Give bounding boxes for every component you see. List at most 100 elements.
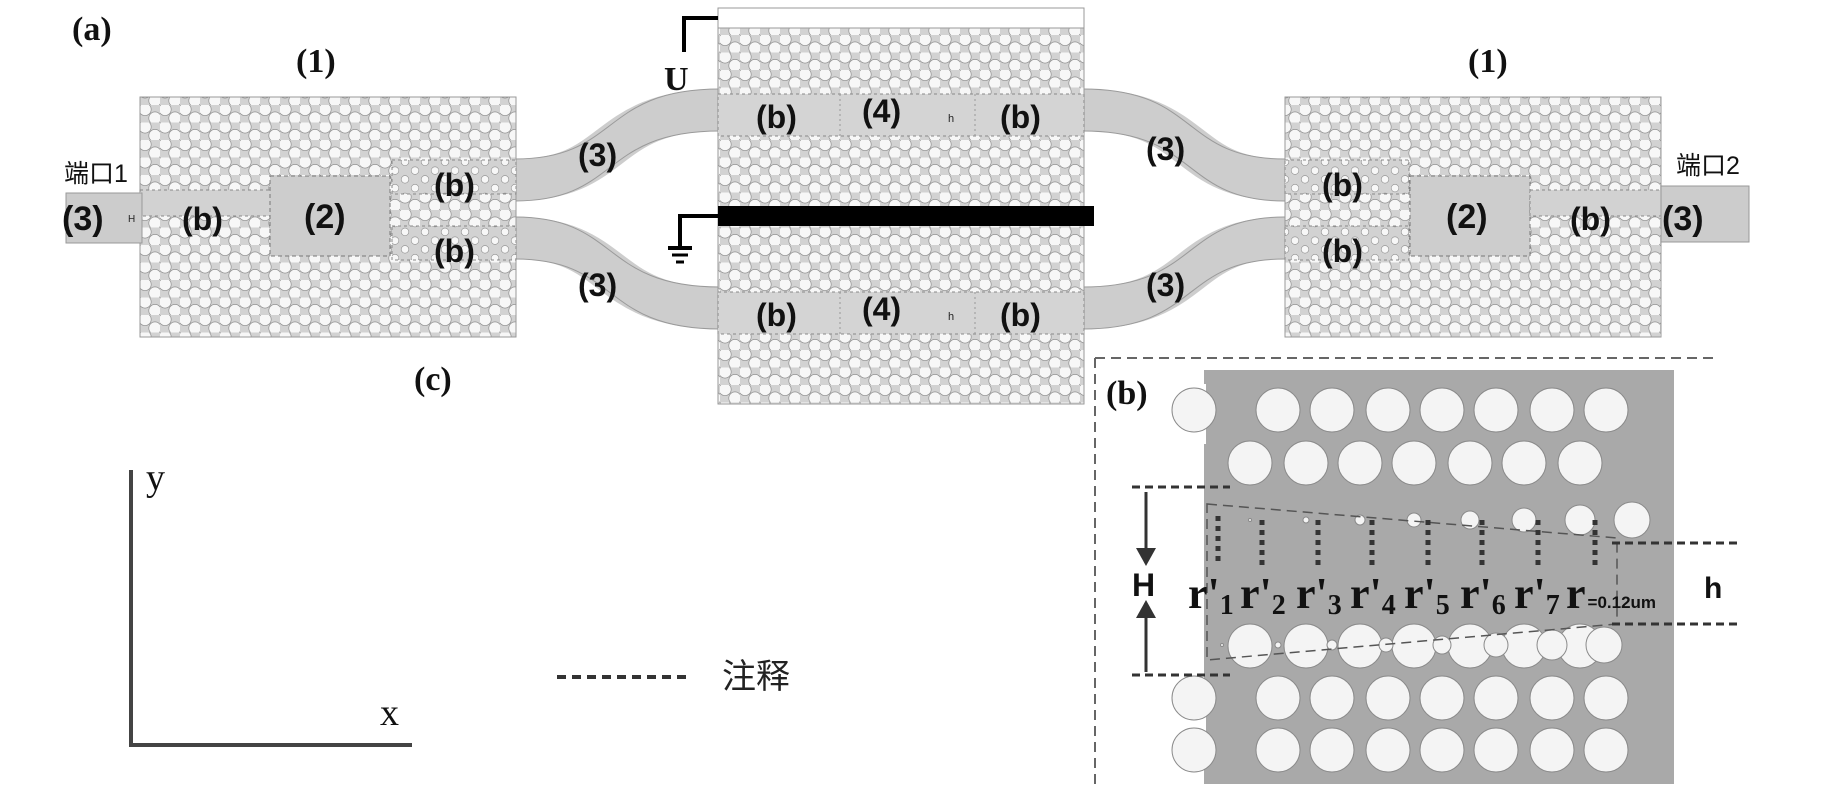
panel-label-a: (a) <box>72 11 112 48</box>
lattice-hole <box>1583 387 1629 433</box>
H-arrow-down <box>1136 548 1156 566</box>
left-b-upper: (b) <box>434 167 475 203</box>
radius-markers <box>1215 516 1598 566</box>
left-b-input: (b) <box>182 201 223 237</box>
lattice-hole <box>1501 440 1547 486</box>
legend-note-label: 注释 <box>722 658 790 696</box>
port1-label: 端口1 <box>64 160 128 188</box>
waveguide-bend-outlines <box>514 88 1286 330</box>
taper-hole <box>1406 512 1422 528</box>
lattice-hole <box>1583 727 1629 773</box>
right-out-upper <box>1284 159 1410 195</box>
bend-ll-label: (3) <box>578 267 617 303</box>
radius-final-value: =0.12um <box>1588 593 1657 612</box>
right-region-2-label: (2) <box>1446 198 1488 236</box>
lattice-hole <box>1309 387 1355 433</box>
axis-x-label: x <box>380 692 399 734</box>
left-label-1: (1) <box>296 43 336 80</box>
lattice-hole <box>1391 440 1437 486</box>
port1-waveguide <box>65 192 143 244</box>
lattice-hole <box>1309 727 1355 773</box>
taper-hole <box>1274 641 1282 649</box>
lattice-hole <box>1283 440 1329 486</box>
taper-hole <box>1248 518 1252 522</box>
taper-hole <box>1511 507 1537 533</box>
lattice-hole <box>1255 727 1301 773</box>
taper-hole <box>1220 643 1224 647</box>
center-phase-shifter <box>717 7 1094 405</box>
panel-label-b: (b) <box>1106 375 1148 412</box>
H-indicator <box>1132 485 1230 677</box>
lattice-hole <box>1557 440 1603 486</box>
lattice-hole <box>1365 387 1411 433</box>
center-b-ll: (b) <box>756 297 797 333</box>
center-b-ul: (b) <box>756 99 797 135</box>
bend-ur-label: (3) <box>1146 131 1185 167</box>
lattice-hole <box>1419 727 1465 773</box>
port2-waveguide <box>1660 185 1750 243</box>
lattice-hole <box>1227 623 1273 669</box>
upper-arm-wg <box>717 93 1085 137</box>
left-out-upper <box>391 159 517 195</box>
lattice-hole <box>1255 387 1301 433</box>
bend-lr-label: (3) <box>1146 267 1185 303</box>
lattice-hole <box>1391 623 1437 669</box>
bend-upper-left <box>514 89 721 201</box>
lattice-hole <box>1529 675 1575 721</box>
left-defect-wg <box>139 189 281 217</box>
radius-label-3: r'3 <box>1296 569 1342 621</box>
lattice-hole <box>1365 675 1411 721</box>
H-arrow-up <box>1136 600 1156 618</box>
taper-hole <box>1302 516 1310 524</box>
radius-label-7: r'7 <box>1514 569 1560 621</box>
lattice-hole <box>1447 440 1493 486</box>
radius-final-symbol: r <box>1566 569 1586 618</box>
bend-lower-right <box>1082 217 1286 329</box>
left-b-lower: (b) <box>434 233 475 269</box>
voltage-label: U <box>664 61 689 98</box>
bend-upper-right <box>1082 89 1286 201</box>
port2-region-3: (3) <box>1662 200 1704 238</box>
lattice-hole <box>1255 675 1301 721</box>
right-defect-wg <box>1529 189 1662 217</box>
taper-hole <box>1483 632 1509 658</box>
center-b-lr: (b) <box>1000 297 1041 333</box>
radius-label-1: r'1 <box>1188 569 1234 621</box>
lattice-hole <box>1473 387 1519 433</box>
lattice-hole <box>1365 727 1411 773</box>
center-region-4-lower: (4) <box>862 291 901 327</box>
lower-arm-wg <box>717 291 1085 335</box>
port2-label: 端口2 <box>1676 152 1740 180</box>
right-b-upper: (b) <box>1322 167 1363 203</box>
taper-hole <box>1536 629 1568 661</box>
taper-h-label: h <box>1704 572 1722 605</box>
center-region-4-upper: (4) <box>862 93 901 129</box>
radius-label-4: r'4 <box>1350 569 1396 621</box>
center-h-upper: h <box>948 113 954 125</box>
waveguide-bends <box>514 89 1286 329</box>
radius-label-6: r'6 <box>1460 569 1506 621</box>
taper-H-label: H <box>1132 567 1155 603</box>
lattice-hole <box>1227 440 1273 486</box>
center-h-lower: h <box>948 311 954 323</box>
left-region-2 <box>269 175 391 257</box>
lattice-hole <box>1529 727 1575 773</box>
taper-detail <box>1166 370 1674 784</box>
taper-hole <box>1460 510 1480 530</box>
right-b-output: (b) <box>1570 201 1611 237</box>
lattice-hole <box>1283 623 1329 669</box>
left-region-2-label: (2) <box>304 198 346 236</box>
bend-ul-label: (3) <box>578 137 617 173</box>
taper-hole <box>1354 514 1366 526</box>
taper-hole <box>1613 501 1651 539</box>
lattice-hole <box>1473 675 1519 721</box>
lattice-hole <box>1419 675 1465 721</box>
lattice-hole <box>1583 675 1629 721</box>
port1-H-mark: H <box>128 214 135 225</box>
panel-label-c: (c) <box>414 361 452 398</box>
right-splitter <box>1284 96 1662 338</box>
port1-region-3: (3) <box>62 200 104 238</box>
voltage-lead <box>682 16 718 52</box>
right-label-1: (1) <box>1468 43 1508 80</box>
